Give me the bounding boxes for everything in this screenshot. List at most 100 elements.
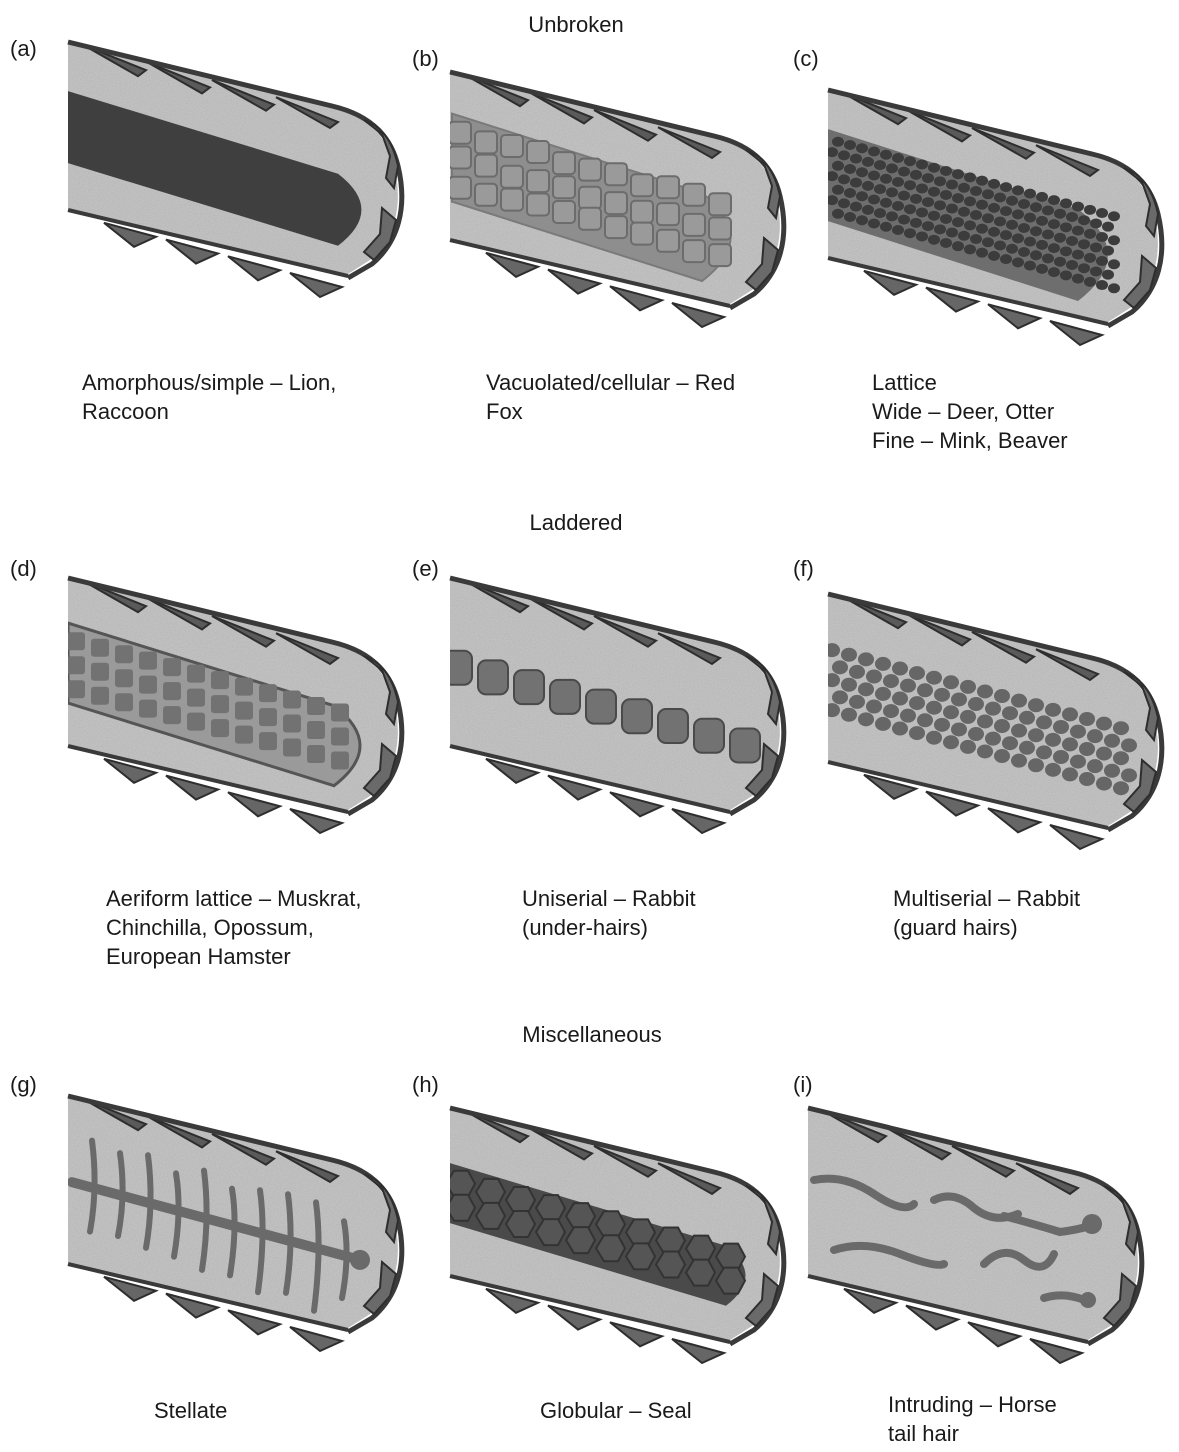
medulla-cell	[926, 731, 942, 745]
caption-line: Raccoon	[82, 397, 336, 426]
medulla-cell	[283, 691, 301, 709]
medulla-cell	[892, 722, 908, 736]
lattice-cell	[1030, 250, 1042, 260]
lattice-cell	[898, 167, 910, 177]
medulla-cell	[1002, 706, 1018, 720]
lattice-cell	[916, 159, 928, 169]
medulla-cell	[1036, 715, 1052, 729]
medulla-cell	[1087, 759, 1103, 773]
medulla-cell	[683, 240, 705, 262]
medulla-cell	[832, 690, 848, 704]
medulla-cell	[211, 719, 229, 737]
lattice-cell	[826, 171, 838, 181]
lattice-cell	[886, 187, 898, 197]
medulla-cell	[553, 201, 575, 223]
medulla-cell	[875, 717, 891, 731]
lattice-cell	[880, 150, 892, 160]
section-title-unbroken: Unbroken	[528, 12, 623, 38]
medulla-cell	[900, 679, 916, 693]
medulla-cell	[235, 726, 253, 744]
lattice-cell	[988, 251, 1000, 261]
caption-multiserial: Multiserial – Rabbit (guard hairs)	[893, 884, 1080, 942]
lattice-cell	[994, 217, 1006, 227]
medulla-cell	[824, 643, 840, 657]
medulla-cell	[934, 688, 950, 702]
caption-amorphous: Amorphous/simple – Lion, Raccoon	[82, 368, 336, 426]
hair-illustration-stellate	[64, 1092, 409, 1362]
lattice-cell	[1060, 198, 1072, 208]
lattice-cell	[958, 183, 970, 193]
lattice-cell	[1078, 263, 1090, 273]
medulla-cell	[977, 684, 993, 698]
medulla-cell	[331, 752, 349, 770]
medulla-cell	[1011, 724, 1027, 738]
lattice-cell	[868, 219, 880, 229]
lattice-cell	[1072, 274, 1084, 284]
medulla-cell	[449, 177, 471, 199]
lattice-cell	[880, 174, 892, 184]
lattice-cell	[1108, 259, 1120, 269]
medulla-cell	[841, 708, 857, 722]
medulla-cell	[892, 692, 908, 706]
medulla-cell	[605, 192, 627, 214]
medulla-cell	[1104, 734, 1120, 748]
medulla-cell	[1096, 777, 1112, 791]
medulla-cell	[449, 146, 471, 168]
lattice-cell	[1084, 229, 1096, 239]
lattice-cell	[1000, 254, 1012, 264]
lattice-cell	[1012, 209, 1024, 219]
lattice-cell	[1108, 283, 1120, 293]
lattice-cell	[940, 214, 952, 224]
lattice-cell	[874, 184, 886, 194]
caption-lattice: Lattice Wide – Deer, Otter Fine – Mink, …	[872, 368, 1068, 455]
lattice-cell	[910, 170, 922, 180]
medulla-cell	[709, 218, 731, 240]
lattice-cell	[964, 244, 976, 254]
lattice-cell	[1072, 226, 1084, 236]
lattice-cell	[910, 218, 922, 228]
lattice-cell	[988, 227, 1000, 237]
medulla-cell	[1028, 728, 1044, 742]
medulla-cell	[605, 216, 627, 238]
medulla-cell	[163, 682, 181, 700]
medulla-cell	[683, 184, 705, 206]
medulla-cell	[139, 652, 157, 670]
caption-line: Vacuolated/cellular – Red	[486, 368, 735, 397]
medulla-cell	[968, 727, 984, 741]
medulla-cell	[1096, 747, 1112, 761]
lattice-cell	[904, 204, 916, 214]
medulla-cell	[631, 201, 653, 223]
lattice-cell	[850, 202, 862, 212]
lattice-cell	[892, 225, 904, 235]
panel-letter-e: (e)	[412, 556, 439, 582]
lattice-cell	[1096, 256, 1108, 266]
panel-letter-g: (g)	[10, 1072, 37, 1098]
medulla-cell	[1121, 768, 1137, 782]
lattice-cell	[922, 221, 934, 231]
caption-aeriform-lattice: Aeriform lattice – Muskrat, Chinchilla, …	[106, 884, 362, 971]
medulla-cell	[657, 230, 679, 252]
medulla-cell	[1070, 755, 1086, 769]
medulla-cell	[91, 663, 109, 681]
lattice-cell	[994, 193, 1006, 203]
medulla-cell	[139, 676, 157, 694]
section-title-laddered: Laddered	[530, 510, 623, 536]
medulla-cell	[883, 674, 899, 688]
medulla-cell	[115, 669, 133, 687]
lattice-cell	[940, 190, 952, 200]
lattice-cell	[1060, 222, 1072, 232]
lattice-cell	[928, 235, 940, 245]
caption-vacuolated: Vacuolated/cellular – Red Fox	[486, 368, 735, 426]
lattice-cell	[1042, 205, 1054, 215]
lattice-cell	[1084, 277, 1096, 287]
caption-line: European Hamster	[106, 942, 362, 971]
medulla-cell	[866, 670, 882, 684]
medulla-cell	[1087, 729, 1103, 743]
medulla-cell	[283, 715, 301, 733]
lattice-cell	[910, 194, 922, 204]
caption-line: Globular – Seal	[540, 1396, 692, 1425]
panel-letter-d: (d)	[10, 556, 37, 582]
medulla-cell	[586, 690, 616, 724]
lattice-cell	[892, 201, 904, 211]
medulla-cell	[1079, 742, 1095, 756]
